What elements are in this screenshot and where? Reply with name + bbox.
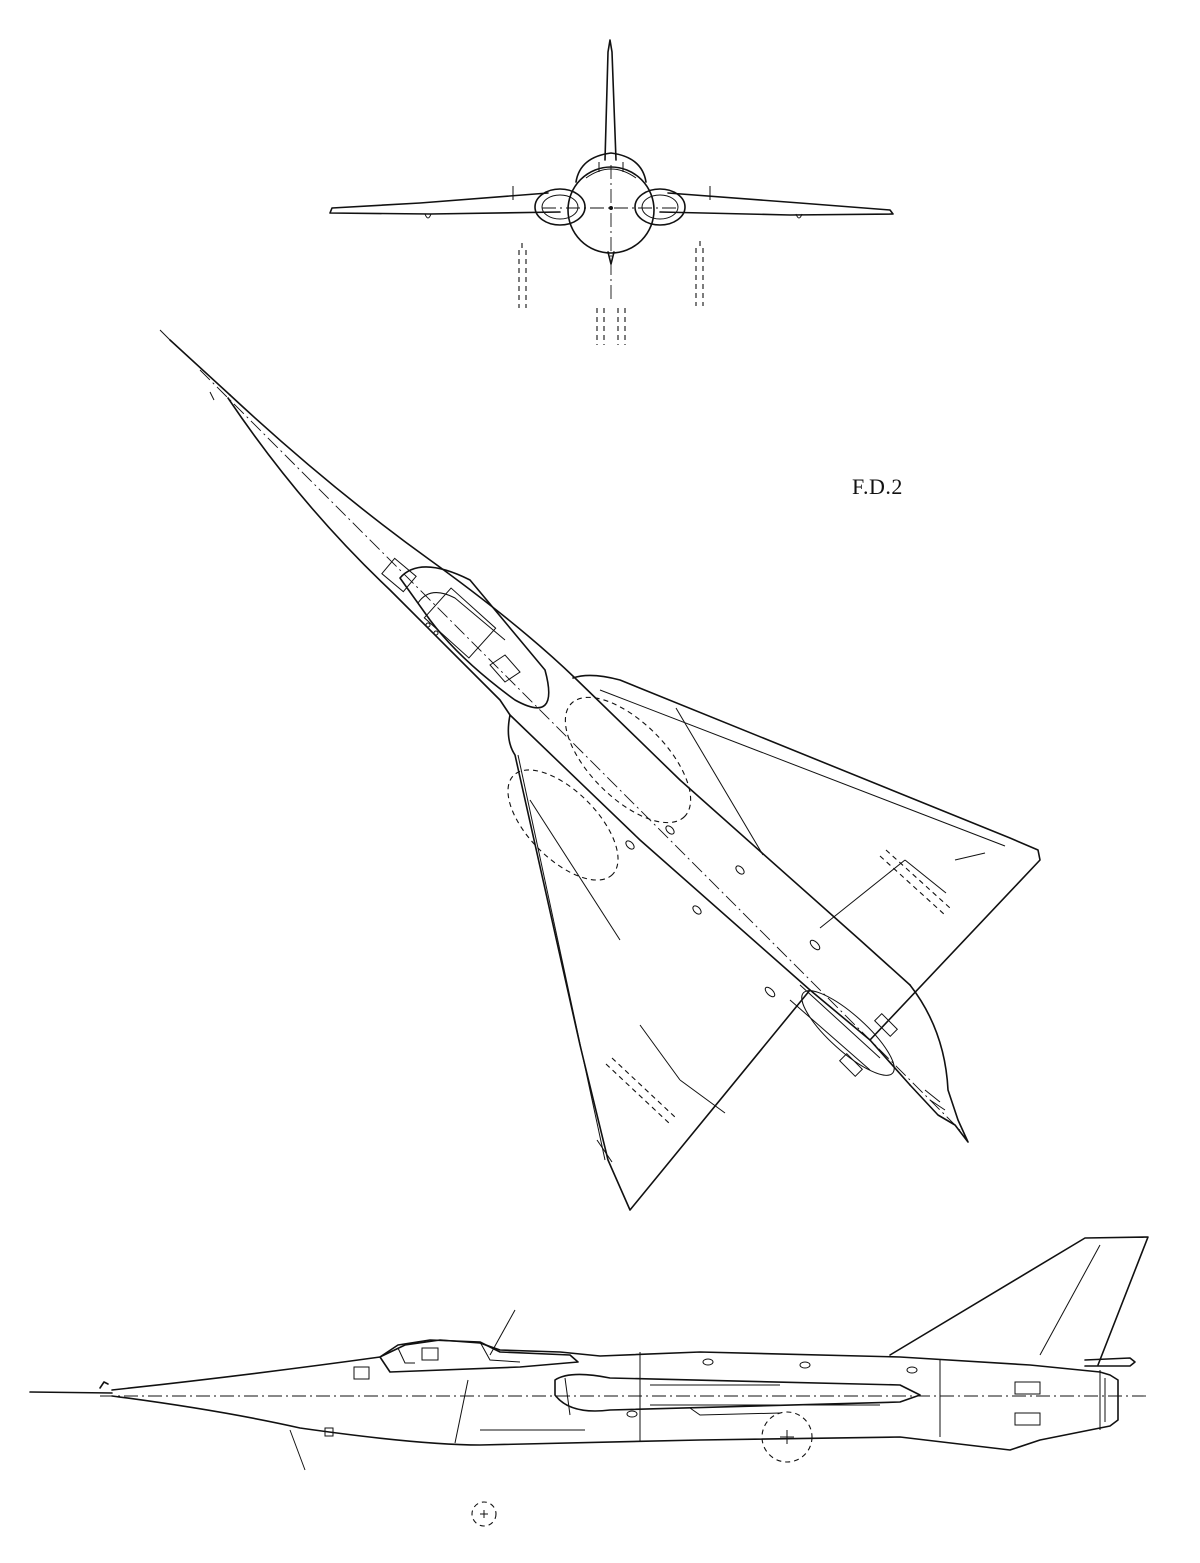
plan-view (160, 330, 1040, 1210)
aircraft-designation-label: F.D.2 (852, 474, 903, 499)
side-view (30, 1237, 1150, 1526)
front-view (330, 40, 893, 345)
